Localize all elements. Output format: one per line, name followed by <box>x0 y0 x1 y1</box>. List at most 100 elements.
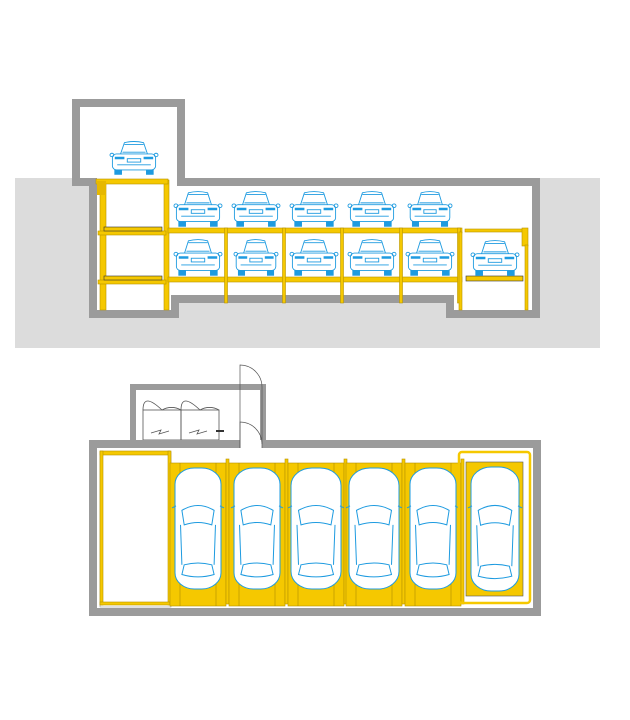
lift-rail <box>99 601 171 606</box>
car-mirror <box>407 203 412 209</box>
car-top-view <box>287 467 345 590</box>
car-outline <box>174 467 222 590</box>
car-wheel <box>114 169 122 175</box>
car-wheel <box>352 270 360 276</box>
car-window <box>360 242 384 252</box>
car-roof <box>416 239 444 254</box>
car-windshield <box>297 505 335 526</box>
right-lift-column <box>524 244 529 311</box>
car-window <box>419 194 441 204</box>
car-plate <box>306 209 322 214</box>
car-plate <box>248 209 264 214</box>
parking-bay <box>345 462 403 607</box>
door-icon <box>239 364 263 448</box>
car-window <box>186 242 210 252</box>
car-outline <box>409 467 457 590</box>
car-wheel <box>266 270 275 276</box>
car-wheel <box>384 270 392 276</box>
car-side <box>180 524 216 565</box>
door-swing-outer <box>239 364 263 448</box>
car-mirror <box>217 251 223 257</box>
car-plate <box>364 209 380 214</box>
car-window <box>302 194 326 204</box>
car-wheel <box>326 270 334 276</box>
rack-post <box>399 227 403 304</box>
car-plate <box>422 257 438 263</box>
rack-post <box>224 227 228 304</box>
lift-platform-top <box>95 178 169 185</box>
car-front-view <box>405 239 455 276</box>
lift-rail <box>99 450 171 456</box>
car-front-view <box>109 141 159 175</box>
car-roof <box>358 239 386 254</box>
car-plate <box>190 209 206 214</box>
car-mirror <box>345 505 403 509</box>
car-wheel <box>410 270 418 276</box>
switch <box>216 430 224 432</box>
car-front-view <box>173 239 223 276</box>
car-mirror <box>173 203 179 209</box>
car-mirror <box>289 251 295 257</box>
car-windshield <box>181 505 215 526</box>
door-opening <box>240 440 262 448</box>
car-wheel <box>384 221 392 227</box>
car-mirror <box>448 203 453 209</box>
car-mirror <box>217 203 223 209</box>
car-side <box>296 524 336 565</box>
car-wheel <box>294 270 302 276</box>
car-mirror <box>449 251 455 257</box>
car-roof <box>120 141 148 155</box>
electric-icon <box>188 429 208 435</box>
car-mirror <box>391 203 397 209</box>
car-rear-window <box>240 562 274 578</box>
car-mirror <box>275 203 281 209</box>
right-lift-motor <box>521 227 529 247</box>
car-window <box>360 194 384 204</box>
lift-pallet <box>103 226 163 232</box>
car-mirror <box>405 251 411 257</box>
car-mirror <box>274 251 279 257</box>
car-mirror <box>153 152 159 158</box>
door-swing-inner <box>239 421 263 448</box>
control-cabinet <box>180 400 220 441</box>
rack-deck <box>167 227 463 234</box>
lift-pallet <box>103 275 163 281</box>
car-wheel <box>268 221 276 227</box>
parking-bay <box>228 462 286 607</box>
car-top-view <box>230 467 284 590</box>
lift-rail <box>99 450 104 606</box>
car-mirror <box>230 505 284 509</box>
car-outline <box>348 467 400 590</box>
car-mirror <box>333 203 339 209</box>
car-windshield <box>355 505 393 526</box>
car-window <box>244 194 268 204</box>
pallet-rail <box>225 458 230 605</box>
car-plate <box>126 158 142 163</box>
lift-motor <box>97 181 106 195</box>
car-outline <box>290 467 342 590</box>
car-wheel <box>210 270 218 276</box>
car-front-view <box>470 240 520 276</box>
section-view <box>15 99 600 348</box>
car-wheel <box>236 221 244 227</box>
rack-deck <box>167 276 463 283</box>
car-windshield <box>240 505 274 526</box>
car-roof <box>481 240 509 254</box>
car-mirror <box>347 203 353 209</box>
car-wheel <box>178 270 186 276</box>
right-lift-pallet <box>465 275 524 282</box>
car-plate <box>423 209 437 214</box>
parking-bay <box>404 462 462 607</box>
car-wheel <box>178 221 186 227</box>
car-plate <box>364 257 380 263</box>
car-plate <box>249 257 263 263</box>
car-wheel <box>352 221 360 227</box>
car-wheel <box>475 270 483 276</box>
car-front-view <box>347 191 397 227</box>
car-window <box>418 242 442 252</box>
car-wheel <box>294 221 302 227</box>
car-top-view <box>171 467 225 590</box>
car-mirror <box>109 152 115 158</box>
car-wheel <box>507 270 515 276</box>
car-mirror <box>289 203 295 209</box>
